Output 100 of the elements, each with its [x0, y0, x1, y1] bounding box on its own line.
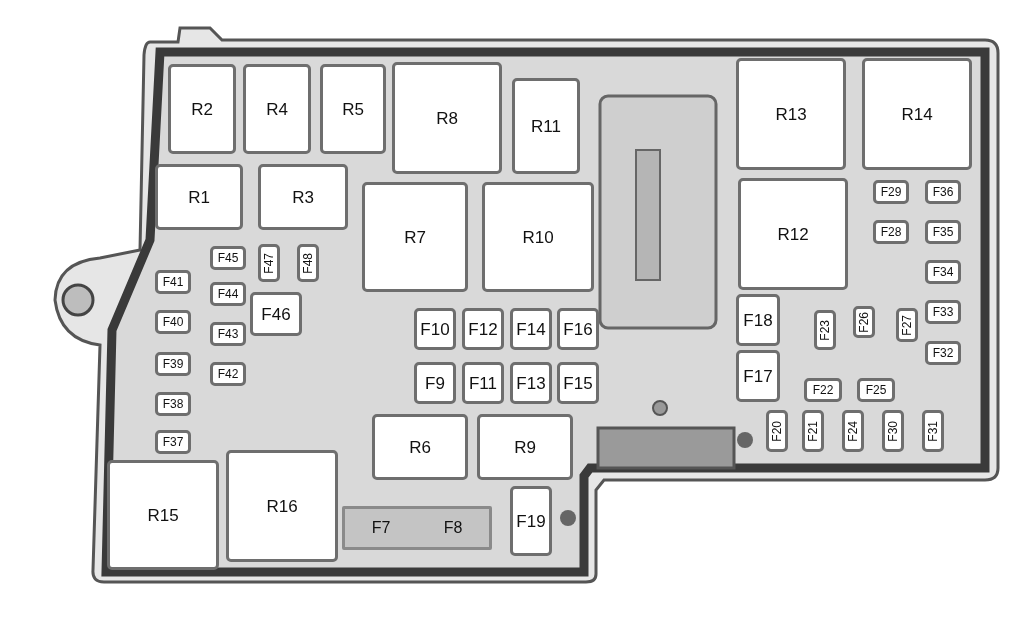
relay-box [155, 164, 243, 230]
fuse-label: F17 [743, 367, 773, 385]
fuse-box [766, 410, 788, 452]
fuse-box [925, 220, 961, 244]
relay-box [372, 414, 468, 480]
fuse-box [210, 246, 246, 270]
fuse-label: F29 [880, 186, 902, 198]
fuse-box [842, 410, 864, 452]
relay-label: R16 [266, 497, 298, 515]
fuse-label: F18 [743, 311, 773, 329]
fuse-label: F41 [162, 276, 184, 288]
fuse-label: F28 [880, 226, 902, 238]
relay-label: R8 [436, 109, 458, 127]
relay-label: R5 [342, 100, 364, 118]
relay-label: R11 [531, 117, 561, 135]
fuse-box [922, 410, 944, 452]
relay-label: R12 [777, 225, 809, 243]
relay-box [862, 58, 972, 170]
relay-box [512, 78, 580, 174]
fuse-label: F33 [932, 306, 954, 318]
fuse-box [882, 410, 904, 452]
fuse-box [297, 244, 319, 282]
fuse-box [925, 300, 961, 324]
fuse-label: F20 [771, 420, 783, 442]
relay-label: R6 [409, 438, 431, 456]
fuse-box [804, 378, 842, 402]
fuse-box [155, 270, 191, 294]
fuse-box [155, 310, 191, 334]
fuse-label: F11 [468, 374, 497, 392]
fuse-label: F24 [847, 420, 859, 442]
fuse-box [510, 308, 552, 350]
fuse-box [873, 220, 909, 244]
fuse-label: F35 [932, 226, 954, 238]
fuse-label: F9 [425, 374, 445, 392]
fuse-label: F21 [807, 420, 819, 442]
relay-box [258, 164, 348, 230]
fuse-label: F22 [812, 384, 834, 396]
relay-box [226, 450, 338, 562]
fuse-box [896, 308, 918, 342]
fuse-label: F31 [927, 420, 939, 442]
fuse-label: F34 [932, 266, 954, 278]
fuse-label: F39 [162, 358, 184, 370]
fuse-box [155, 430, 191, 454]
fuse-label: F13 [516, 374, 546, 392]
relay-box [168, 64, 236, 154]
fuse-box [510, 362, 552, 404]
fuse-label: F7 [371, 520, 391, 536]
fuse-label: F27 [901, 314, 913, 336]
fuse-label: F32 [932, 347, 954, 359]
fuse-label: F47 [263, 252, 275, 274]
fuse-box [462, 362, 504, 404]
fuse-label: F14 [516, 320, 546, 338]
fuse-label: F43 [217, 328, 239, 340]
fuse-label: F48 [302, 252, 314, 274]
fuse-box [258, 244, 280, 282]
fuse-label: F23 [819, 319, 831, 341]
relay-box [107, 460, 219, 570]
fuse-label: F42 [217, 368, 239, 380]
relay-box [243, 64, 311, 154]
fuse-box [210, 322, 246, 346]
fuse-box [210, 282, 246, 306]
fuse-box [557, 308, 599, 350]
fuse-box [414, 308, 456, 350]
fuse-box [414, 362, 456, 404]
fuse-box [736, 294, 780, 346]
fuse-box [736, 350, 780, 402]
fuse-box [857, 378, 895, 402]
relay-label: R3 [292, 188, 314, 206]
relay-box [342, 506, 492, 550]
fuse-box [210, 362, 246, 386]
relay-label: R9 [514, 438, 536, 456]
relay-box [510, 486, 552, 556]
relay-label: R15 [147, 506, 179, 524]
fuse-box [250, 292, 302, 336]
fuse-label: F37 [162, 436, 184, 448]
fuse-box [802, 410, 824, 452]
fuse-label: F36 [932, 186, 954, 198]
relay-label: R4 [266, 100, 288, 118]
fuse-box [873, 180, 909, 204]
fuse-label: F10 [420, 320, 450, 338]
fuse-label: F25 [865, 384, 887, 396]
relay-label: F19 [516, 512, 546, 530]
fuse-box [925, 260, 961, 284]
fuse-box [853, 306, 875, 338]
fuse-box [155, 352, 191, 376]
relay-box [362, 182, 468, 292]
fuse-box [925, 180, 961, 204]
relay-label: R14 [901, 105, 933, 123]
fuse-label: F45 [217, 252, 239, 264]
fuse-label: F40 [162, 316, 184, 328]
fuse-label: F46 [261, 305, 291, 323]
relay-label: R7 [404, 228, 426, 246]
relay-box [482, 182, 594, 292]
relay-box [477, 414, 573, 480]
fuse-box [462, 308, 504, 350]
fuse-box [925, 341, 961, 365]
relay-label: R2 [191, 100, 213, 118]
relay-label: R1 [188, 188, 210, 206]
relay-box [736, 58, 846, 170]
fuse-box [155, 392, 191, 416]
